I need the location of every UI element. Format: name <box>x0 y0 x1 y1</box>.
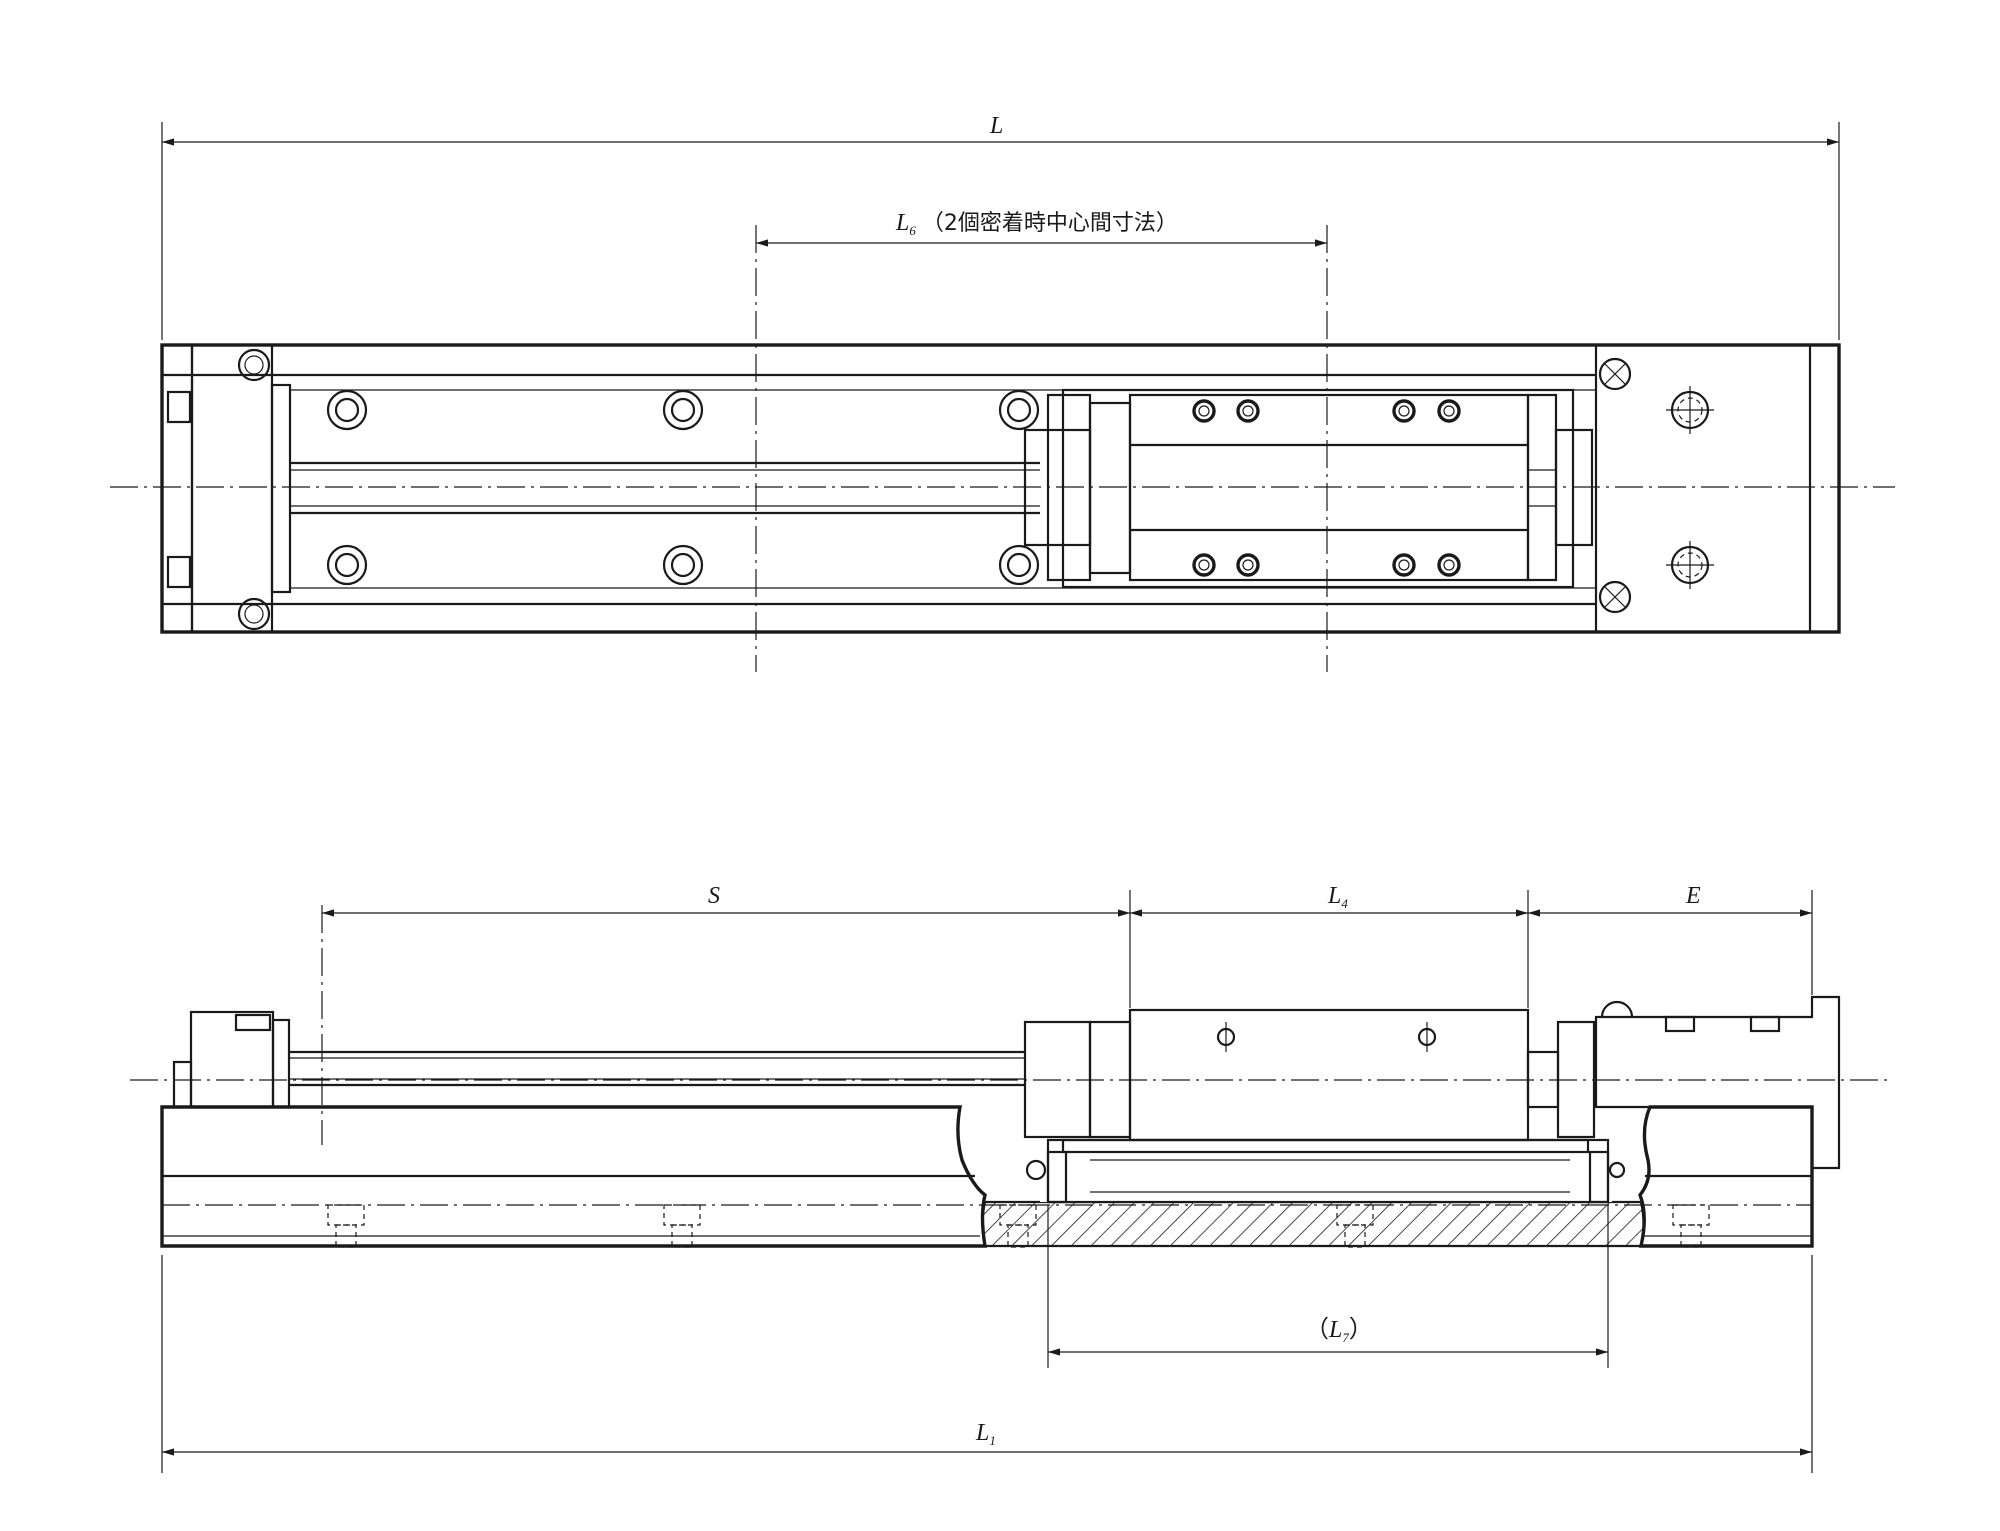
dimension-E: E <box>1528 883 1813 995</box>
label-L: L <box>989 113 1003 139</box>
side-view <box>130 905 1890 1248</box>
hex-bolt-icon <box>237 348 271 631</box>
label-L6: L6（2個密着時中心間寸法） <box>895 210 1178 238</box>
dimension-L4: L4 <box>1129 883 1529 1008</box>
dimension-L1: L1 <box>161 1255 1813 1473</box>
dimension-S: S <box>322 883 1130 917</box>
cross-screw-icon <box>1598 357 1632 614</box>
top-view <box>110 225 1895 672</box>
target-hole-icon <box>1666 386 1714 589</box>
mounting-hole-icon <box>326 389 1040 586</box>
label-L1: L1 <box>975 1420 996 1448</box>
grease-nipple-icon <box>1025 1159 1626 1181</box>
tapped-hole-icon <box>1192 399 1461 577</box>
label-S: S <box>708 883 720 909</box>
dimension-L6: L6（2個密着時中心間寸法） <box>756 210 1327 247</box>
dimension-L: L <box>161 113 1840 340</box>
label-L4: L4 <box>1327 883 1348 911</box>
label-L7: （L7） <box>1305 1317 1373 1345</box>
label-E: E <box>1685 883 1701 909</box>
tapped-hole-icon <box>1216 1022 1437 1052</box>
dimension-L7: （L7） <box>1047 1205 1609 1368</box>
